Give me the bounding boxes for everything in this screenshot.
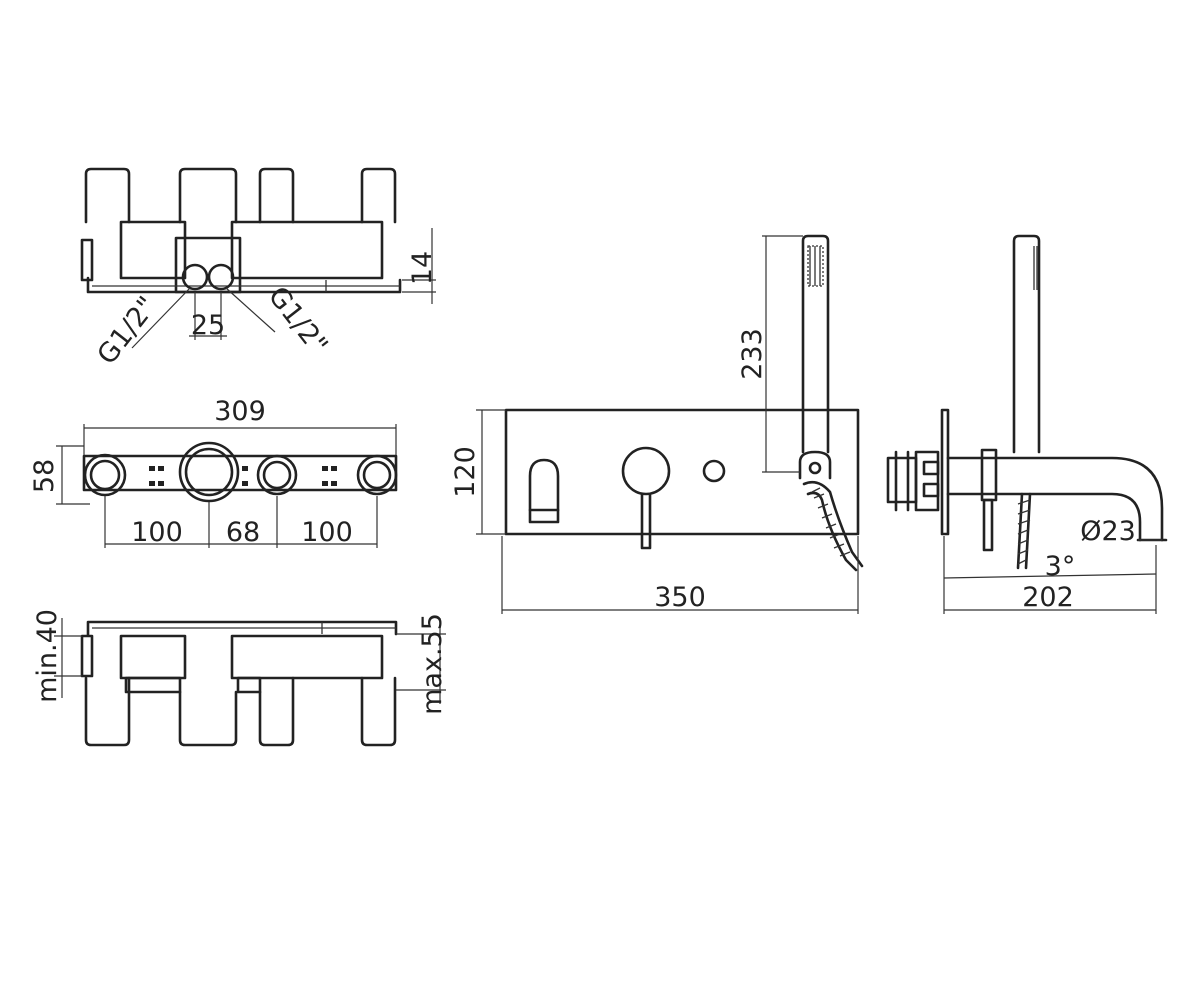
dim-309: 309 (214, 396, 266, 427)
dim-202: 202 (1022, 582, 1074, 613)
dim-58: 58 (29, 459, 60, 493)
thread-label-left: G1/2" (91, 291, 163, 371)
dim-233: 233 (737, 328, 768, 380)
dim-68: 68 (226, 517, 260, 548)
dim-max-55: max.55 (417, 613, 448, 715)
dim-14: 14 (407, 251, 438, 285)
dim-angle-3: 3° (1045, 551, 1076, 582)
dim-100-right: 100 (301, 517, 353, 548)
dim-25: 25 (191, 310, 225, 341)
bottom-view (54, 618, 446, 747)
dim-350: 350 (654, 582, 706, 613)
dim-diameter-23: Ø23 (1080, 516, 1136, 547)
dim-100-left: 100 (131, 517, 183, 548)
dim-120: 120 (450, 446, 481, 498)
top-view (80, 167, 436, 349)
elevation-view (476, 234, 864, 614)
side-view (886, 234, 1168, 614)
front-view (56, 424, 398, 548)
dim-min-40: min.40 (32, 609, 63, 703)
